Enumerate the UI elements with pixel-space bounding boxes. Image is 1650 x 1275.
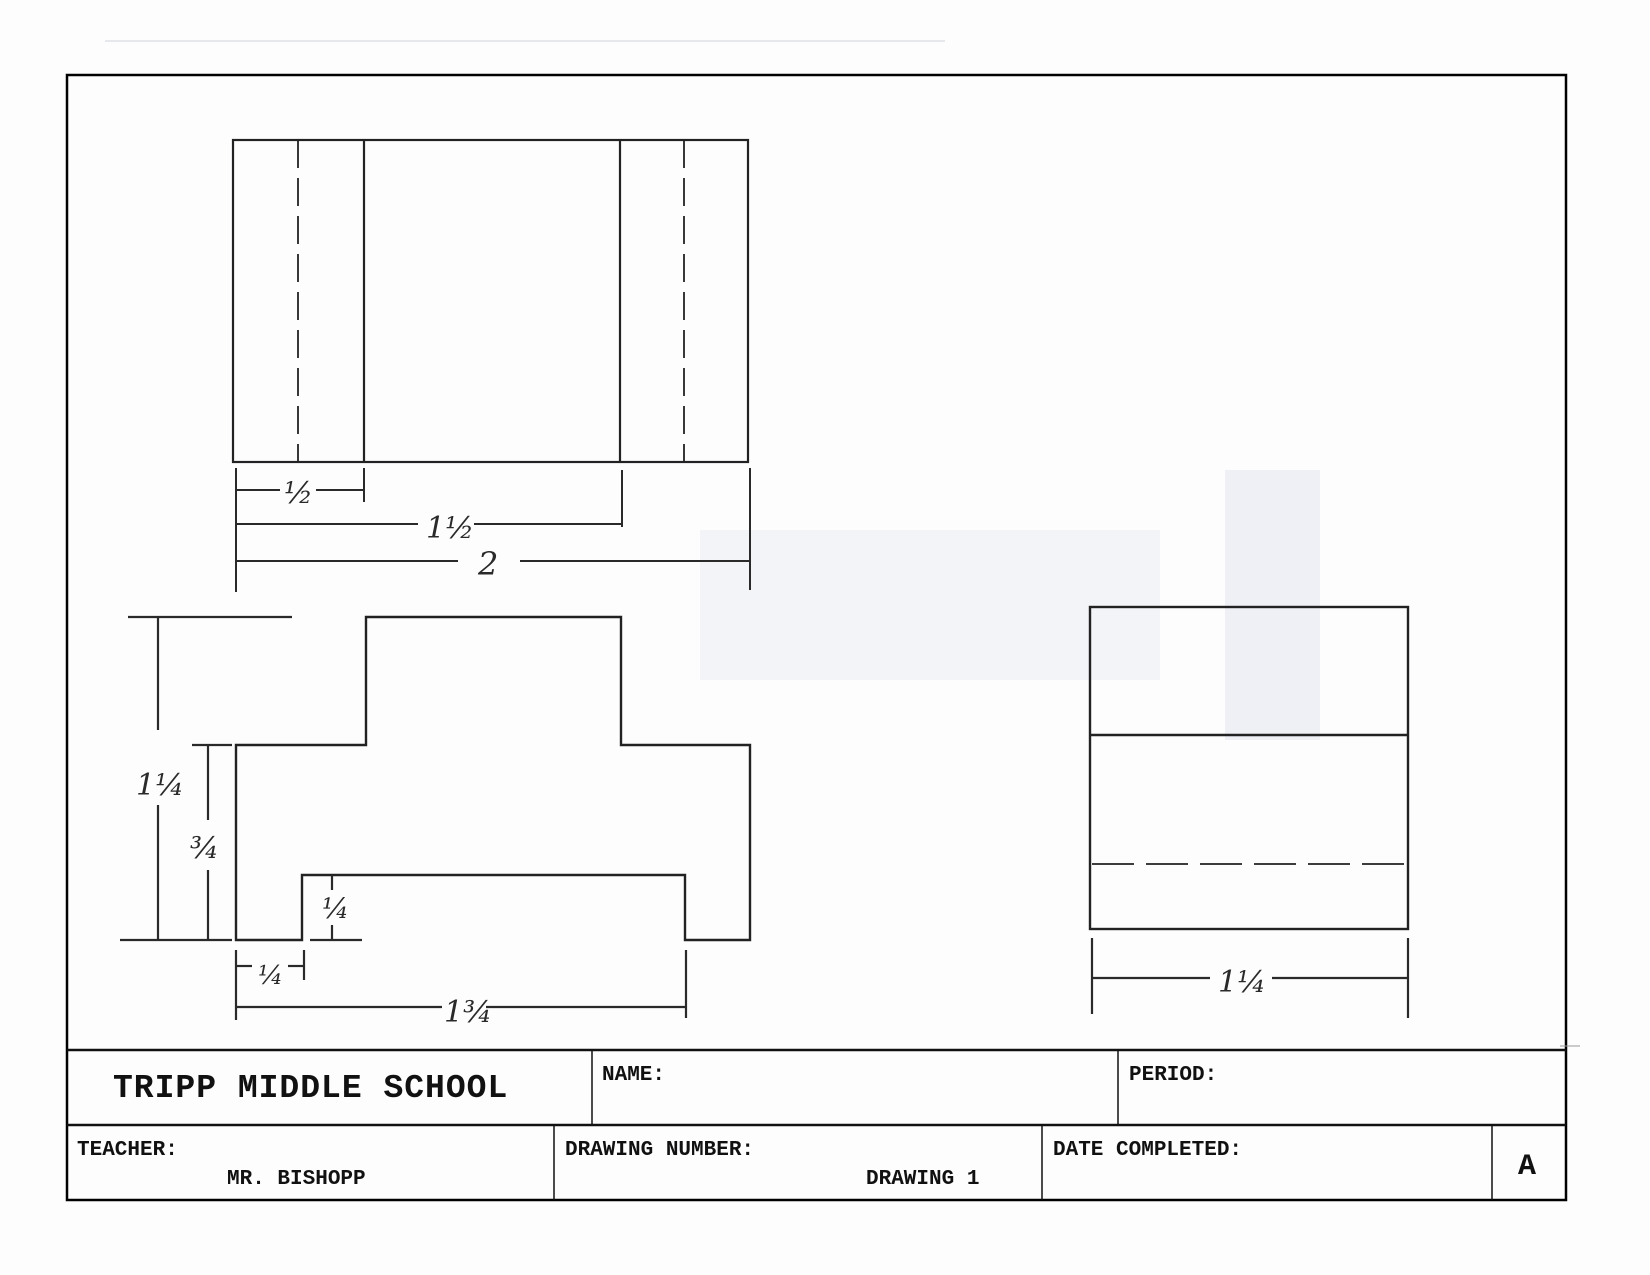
drawing-number-label: DRAWING NUMBER: [565,1139,755,1162]
date-completed-label: DATE COMPLETED: [1053,1139,1243,1162]
period-field[interactable] [1129,1090,1549,1118]
date-completed-field[interactable] [1053,1166,1473,1194]
dimension-label: 1¼ [136,768,184,803]
name-label: NAME: [602,1064,666,1087]
front-view-dimensions [120,615,688,1020]
top-view [231,138,750,464]
school-name: TRIPP MIDDLE SCHOOL [113,1070,509,1107]
scan-ghost [700,530,1160,680]
dimension-label: 2 [477,545,498,583]
dimension-label: ¼ [322,892,349,925]
dimension-label: 1¼ [1218,965,1266,1000]
side-view-dimensions [1090,938,1410,1018]
dimension-label: ½ [284,476,313,511]
side-view [1088,605,1410,931]
front-view-outline [234,615,752,942]
top-view-dimensions [235,468,751,592]
top-view-outline [231,138,750,464]
title-block-grid [67,1045,1580,1200]
scan-artifact [105,40,945,42]
scan-ghost [1225,470,1320,740]
teacher-value: MR. BISHOPP [227,1168,366,1191]
teacher-label: TEACHER: [77,1139,178,1162]
sheet-letter: A [1518,1150,1537,1184]
sheet-border [65,73,1568,1202]
name-field[interactable] [602,1090,1102,1118]
period-label: PERIOD: [1129,1064,1218,1087]
dimension-label: 1½ [426,511,474,546]
dimension-label: ¾ [190,831,219,866]
dimension-label: 1¾ [444,995,492,1030]
side-view-outline [1088,605,1410,931]
drawing-number-value: DRAWING 1 [866,1168,980,1191]
dimension-label: ¼ [258,961,283,991]
